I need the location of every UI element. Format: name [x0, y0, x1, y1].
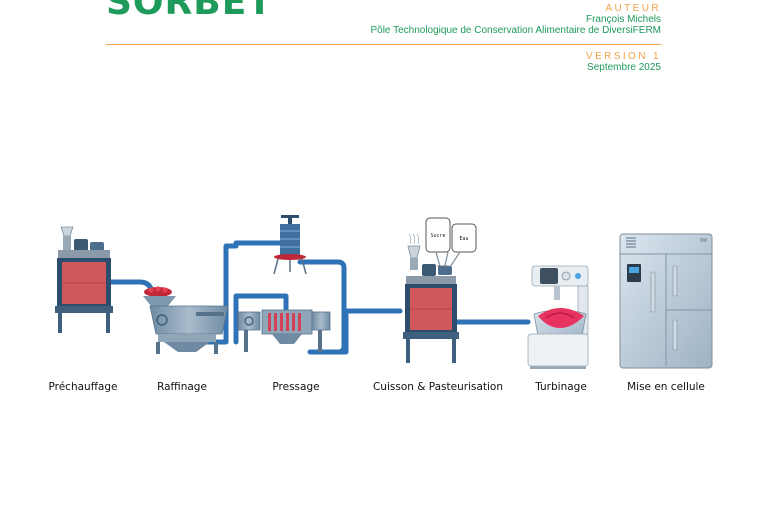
version-date: Septembre 2025 — [587, 62, 661, 73]
step-label-mise-en-cellule: Mise en cellule — [627, 381, 705, 393]
author-label: AUTEUR — [605, 3, 661, 14]
blast-chiller — [619, 233, 713, 369]
preheating-machine — [55, 226, 113, 333]
ingredient-sugar: Sucre — [430, 233, 445, 239]
pressing-machine — [237, 309, 331, 352]
turbine-machine — [527, 265, 589, 369]
organization-name: Pôle Technologique de Conservation Alime… — [370, 25, 661, 36]
step-label-pressage: Pressage — [272, 381, 319, 393]
version-label: VERSION 1 — [586, 51, 661, 62]
cooking-machine — [403, 233, 459, 363]
step-label-turbinage: Turbinage — [534, 381, 587, 393]
author-block: AUTEUR François Michels Pôle Technologiq… — [370, 3, 661, 36]
step-label-raffinage: Raffinage — [157, 381, 207, 393]
step-label-cuisson-pasteurisation: Cuisson & Pasteurisation — [373, 381, 503, 393]
pipe-press-to-cook — [327, 308, 403, 355]
document-title: SORBET — [106, 0, 273, 23]
author-name: François Michels — [585, 14, 661, 25]
header-divider — [106, 44, 661, 45]
refining-machine — [143, 286, 229, 354]
version-block: VERSION 1 Septembre 2025 — [586, 51, 661, 73]
ingredient-water: Eau — [459, 236, 468, 242]
press-filter-tower — [273, 215, 307, 275]
sugar-water-inputs: Sucre Eau — [425, 217, 477, 275]
pipe-refine-to-press-lower — [233, 293, 289, 345]
step-label-prechauffage: Préchauffage — [48, 381, 117, 393]
pipe-refine-to-press-upper — [201, 240, 293, 345]
